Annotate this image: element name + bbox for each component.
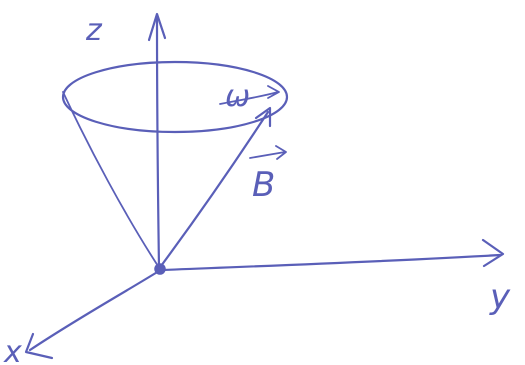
magnetic-field-vector bbox=[159, 106, 272, 268]
omega-label: ω bbox=[225, 79, 250, 114]
z-axis bbox=[147, 12, 167, 270]
x-axis-label: x bbox=[3, 335, 22, 365]
field-overarrow bbox=[249, 145, 287, 160]
y-axis bbox=[160, 238, 505, 272]
z-axis-label: z bbox=[85, 13, 103, 48]
origin-point bbox=[154, 263, 166, 275]
field-label: B bbox=[252, 165, 275, 205]
precession-cone bbox=[61, 60, 289, 267]
x-axis bbox=[24, 269, 161, 360]
cone-left-edge bbox=[62, 91, 159, 267]
cone-rim bbox=[61, 60, 289, 134]
y-axis-label: y bbox=[489, 277, 511, 317]
rotation-arrow-icon bbox=[219, 85, 280, 105]
